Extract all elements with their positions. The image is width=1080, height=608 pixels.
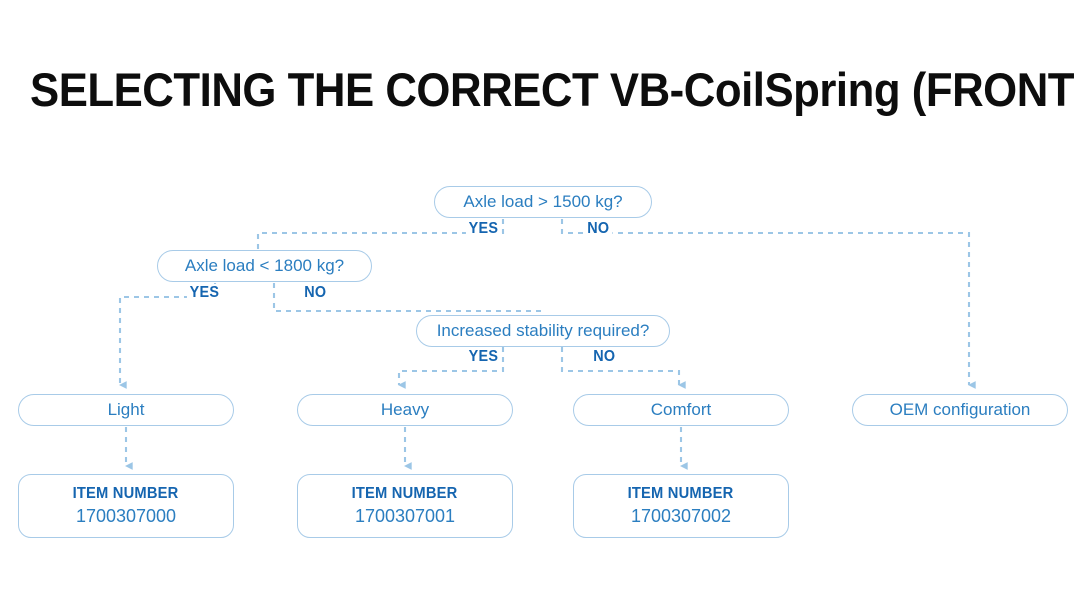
branch-label-d2-no: NO [301,284,330,302]
item-number-value: 1700307001 [354,506,456,526]
item-number-box-comfort[interactable]: ITEM NUMBER 1700307002 [573,474,789,538]
branch-label-d1-yes: YES [465,220,501,238]
decision-node-axle-load-1800[interactable]: Axle load < 1800 kg? [157,250,372,282]
outcome-node-light[interactable]: Light [18,394,234,426]
decision-node-axle-load-1500[interactable]: Axle load > 1500 kg? [434,186,652,218]
decision-node-increased-stability[interactable]: Increased stability required? [416,315,670,347]
item-number-value: 1700307000 [75,506,177,526]
outcome-node-comfort[interactable]: Comfort [573,394,789,426]
item-number-box-heavy[interactable]: ITEM NUMBER 1700307001 [297,474,513,538]
outcome-node-oem-configuration[interactable]: OEM configuration [852,394,1068,426]
item-number-heading: ITEM NUMBER [73,485,179,502]
item-number-value: 1700307002 [630,506,732,526]
branch-label-d2-yes: YES [186,284,222,302]
page-title: SELECTING THE CORRECT VB-CoilSpring (FRO… [30,63,1080,116]
item-number-heading: ITEM NUMBER [352,485,458,502]
item-number-heading: ITEM NUMBER [628,485,734,502]
item-number-box-light[interactable]: ITEM NUMBER 1700307000 [18,474,234,538]
branch-label-d1-no: NO [584,220,613,238]
outcome-node-heavy[interactable]: Heavy [297,394,513,426]
branch-label-d3-no: NO [590,348,619,366]
branch-label-d3-yes: YES [465,348,501,366]
